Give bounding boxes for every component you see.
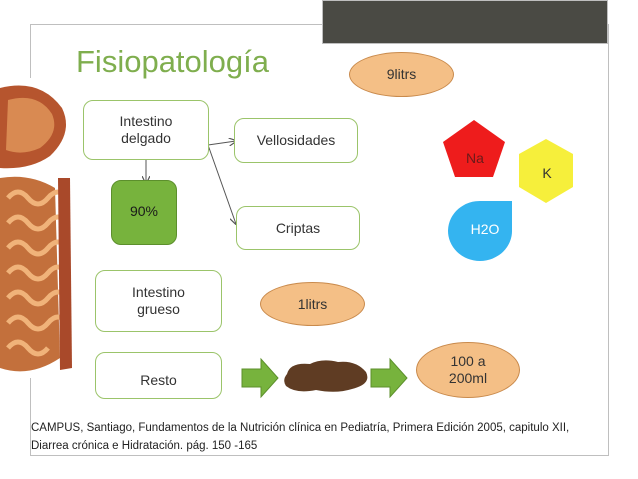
arrow-to-criptas	[207, 144, 236, 224]
node-criptas: Criptas	[236, 206, 360, 250]
header-decoration	[322, 0, 608, 44]
flow-arrow-2	[370, 357, 408, 399]
slide-title: Fisiopatología	[76, 44, 270, 79]
node-percent: 90%	[111, 180, 177, 245]
node-vellosidades: Vellosidades	[234, 118, 358, 163]
intestine-illustration	[0, 78, 80, 378]
flow-arrow-1	[241, 357, 279, 399]
node-intestino-delgado: Intestino delgado	[83, 100, 209, 160]
na-label: Na	[466, 149, 484, 166]
oval-1litrs: 1litrs	[260, 282, 365, 326]
node-intestino-grueso: Intestino grueso	[95, 270, 222, 332]
slide-top-margin	[0, 0, 638, 10]
stool-shape	[284, 360, 368, 392]
node-resto: Resto	[95, 352, 222, 399]
arrow-to-vellosidades	[207, 141, 236, 145]
k-label: K	[542, 164, 552, 181]
oval-9litrs: 9litrs	[349, 52, 454, 97]
h2o-label: H2O	[470, 220, 500, 237]
oval-output: 100 a 200ml	[416, 342, 520, 398]
k-hexagon	[519, 139, 573, 203]
na-pentagon	[443, 120, 505, 177]
citation: CAMPUS, Santiago, Fundamentos de la Nutr…	[31, 422, 570, 452]
h2o-drop	[448, 200, 513, 261]
